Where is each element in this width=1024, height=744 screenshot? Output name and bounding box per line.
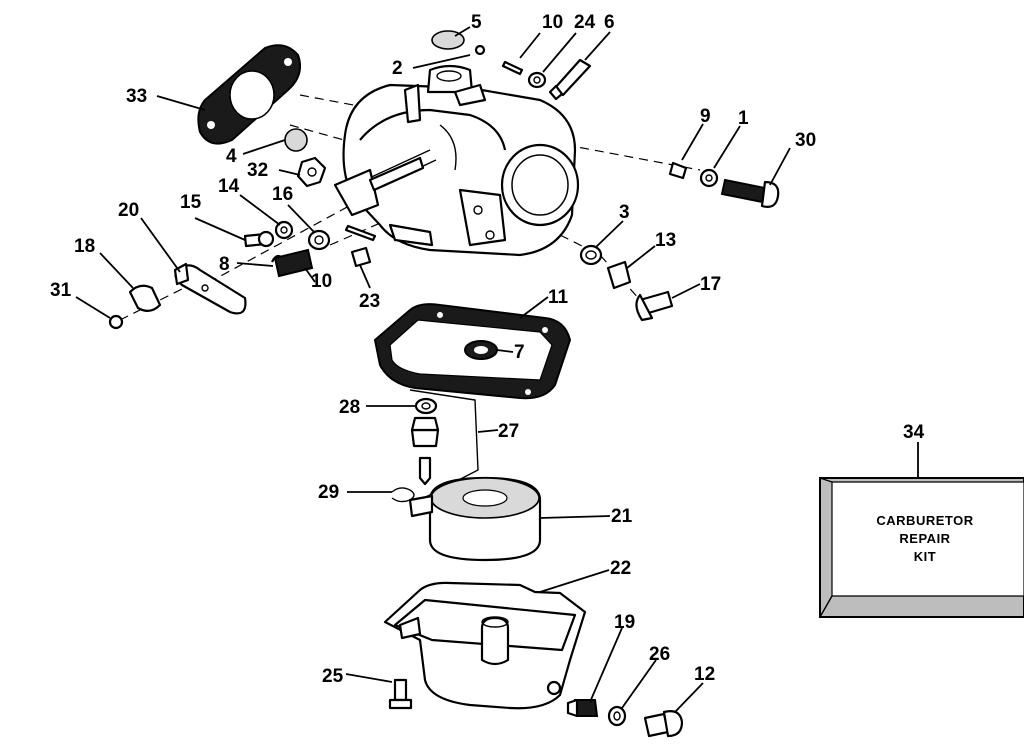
part-screw-25 bbox=[388, 678, 413, 710]
callout-24: 24 bbox=[574, 12, 596, 33]
callout-11: 11 bbox=[548, 287, 569, 308]
kit-label-line3: KIT bbox=[914, 549, 936, 564]
part-washer-24 bbox=[527, 71, 547, 89]
callout-20: 20 bbox=[118, 200, 139, 221]
callout-18: 18 bbox=[74, 236, 95, 257]
callout-9: 9 bbox=[700, 106, 711, 127]
part-ball-4 bbox=[284, 128, 308, 152]
callout-32: 32 bbox=[247, 160, 268, 181]
callout-7: 7 bbox=[514, 342, 525, 363]
callout-33: 33 bbox=[126, 86, 147, 107]
gasket-flange bbox=[197, 44, 301, 145]
callout-4: 4 bbox=[226, 146, 237, 167]
part-nut-32 bbox=[296, 156, 327, 188]
part-screw-9 bbox=[668, 161, 688, 180]
part-screw-30 bbox=[720, 178, 780, 208]
kit-label-line2: REPAIR bbox=[899, 531, 950, 546]
callout-23: 23 bbox=[359, 291, 380, 312]
callout-numbers: 5 2 10 24 6 33 4 32 9 1 30 15 14 16 20 1… bbox=[50, 12, 925, 687]
part-spring-8 bbox=[271, 248, 314, 278]
part-pin-10-top bbox=[501, 60, 524, 76]
part-washer-26 bbox=[607, 705, 627, 727]
leader-lines bbox=[75, 26, 919, 713]
callout-19: 19 bbox=[614, 612, 635, 633]
part-pin-10-mid bbox=[344, 224, 377, 242]
callout-29: 29 bbox=[318, 482, 339, 503]
callout-26: 26 bbox=[649, 644, 670, 665]
part-washer-1 bbox=[699, 168, 719, 188]
part-needle bbox=[418, 456, 432, 486]
callout-8: 8 bbox=[219, 254, 230, 275]
callout-27: 27 bbox=[498, 421, 519, 442]
carburetor-repair-kit-box: CARBURETOR REPAIR KIT bbox=[819, 477, 1024, 618]
callout-34: 34 bbox=[903, 422, 925, 443]
callout-22: 22 bbox=[610, 558, 631, 579]
part-screw-23 bbox=[350, 246, 372, 268]
callout-5: 5 bbox=[471, 12, 482, 33]
carburetor-body bbox=[342, 64, 580, 257]
part-washer-14 bbox=[274, 220, 294, 240]
callout-25: 25 bbox=[322, 666, 344, 687]
callout-1: 1 bbox=[738, 108, 749, 129]
part-float-bowl-22 bbox=[383, 581, 587, 710]
callout-6: 6 bbox=[604, 12, 615, 33]
callout-30: 30 bbox=[795, 130, 816, 151]
callout-16: 16 bbox=[272, 184, 293, 205]
part-bushing-18 bbox=[128, 284, 162, 312]
part-screw-17 bbox=[635, 290, 674, 322]
part-spring-19 bbox=[566, 698, 599, 718]
callout-21: 21 bbox=[611, 506, 633, 527]
callout-10-top: 10 bbox=[542, 12, 563, 33]
callout-3: 3 bbox=[619, 202, 630, 223]
callout-15: 15 bbox=[180, 192, 202, 213]
part-clip-29 bbox=[391, 487, 415, 503]
part-ring-31 bbox=[108, 314, 124, 330]
kit-label-line1: CARBURETOR bbox=[876, 513, 973, 528]
part-seal-7 bbox=[464, 340, 498, 360]
callout-17: 17 bbox=[700, 274, 721, 295]
callout-28: 28 bbox=[339, 397, 360, 418]
part-oring-3 bbox=[579, 244, 603, 266]
callout-2: 2 bbox=[392, 58, 403, 79]
part-needle-6 bbox=[548, 58, 592, 101]
part-lever-20 bbox=[173, 262, 247, 315]
part-float-21 bbox=[408, 476, 542, 562]
part-seat bbox=[410, 416, 440, 448]
callout-14: 14 bbox=[218, 176, 240, 197]
callout-31: 31 bbox=[50, 280, 72, 301]
callout-10-mid: 10 bbox=[311, 271, 332, 292]
part-plug-12 bbox=[643, 710, 684, 738]
callout-13: 13 bbox=[655, 230, 676, 251]
callout-12: 12 bbox=[694, 664, 715, 685]
part-washer-16 bbox=[307, 229, 331, 251]
part-jet-13 bbox=[606, 260, 632, 290]
part-screw-15 bbox=[243, 230, 275, 248]
part-washer-28 bbox=[414, 397, 438, 415]
throttle-plate bbox=[333, 156, 425, 217]
part-ball-2 bbox=[474, 44, 486, 56]
